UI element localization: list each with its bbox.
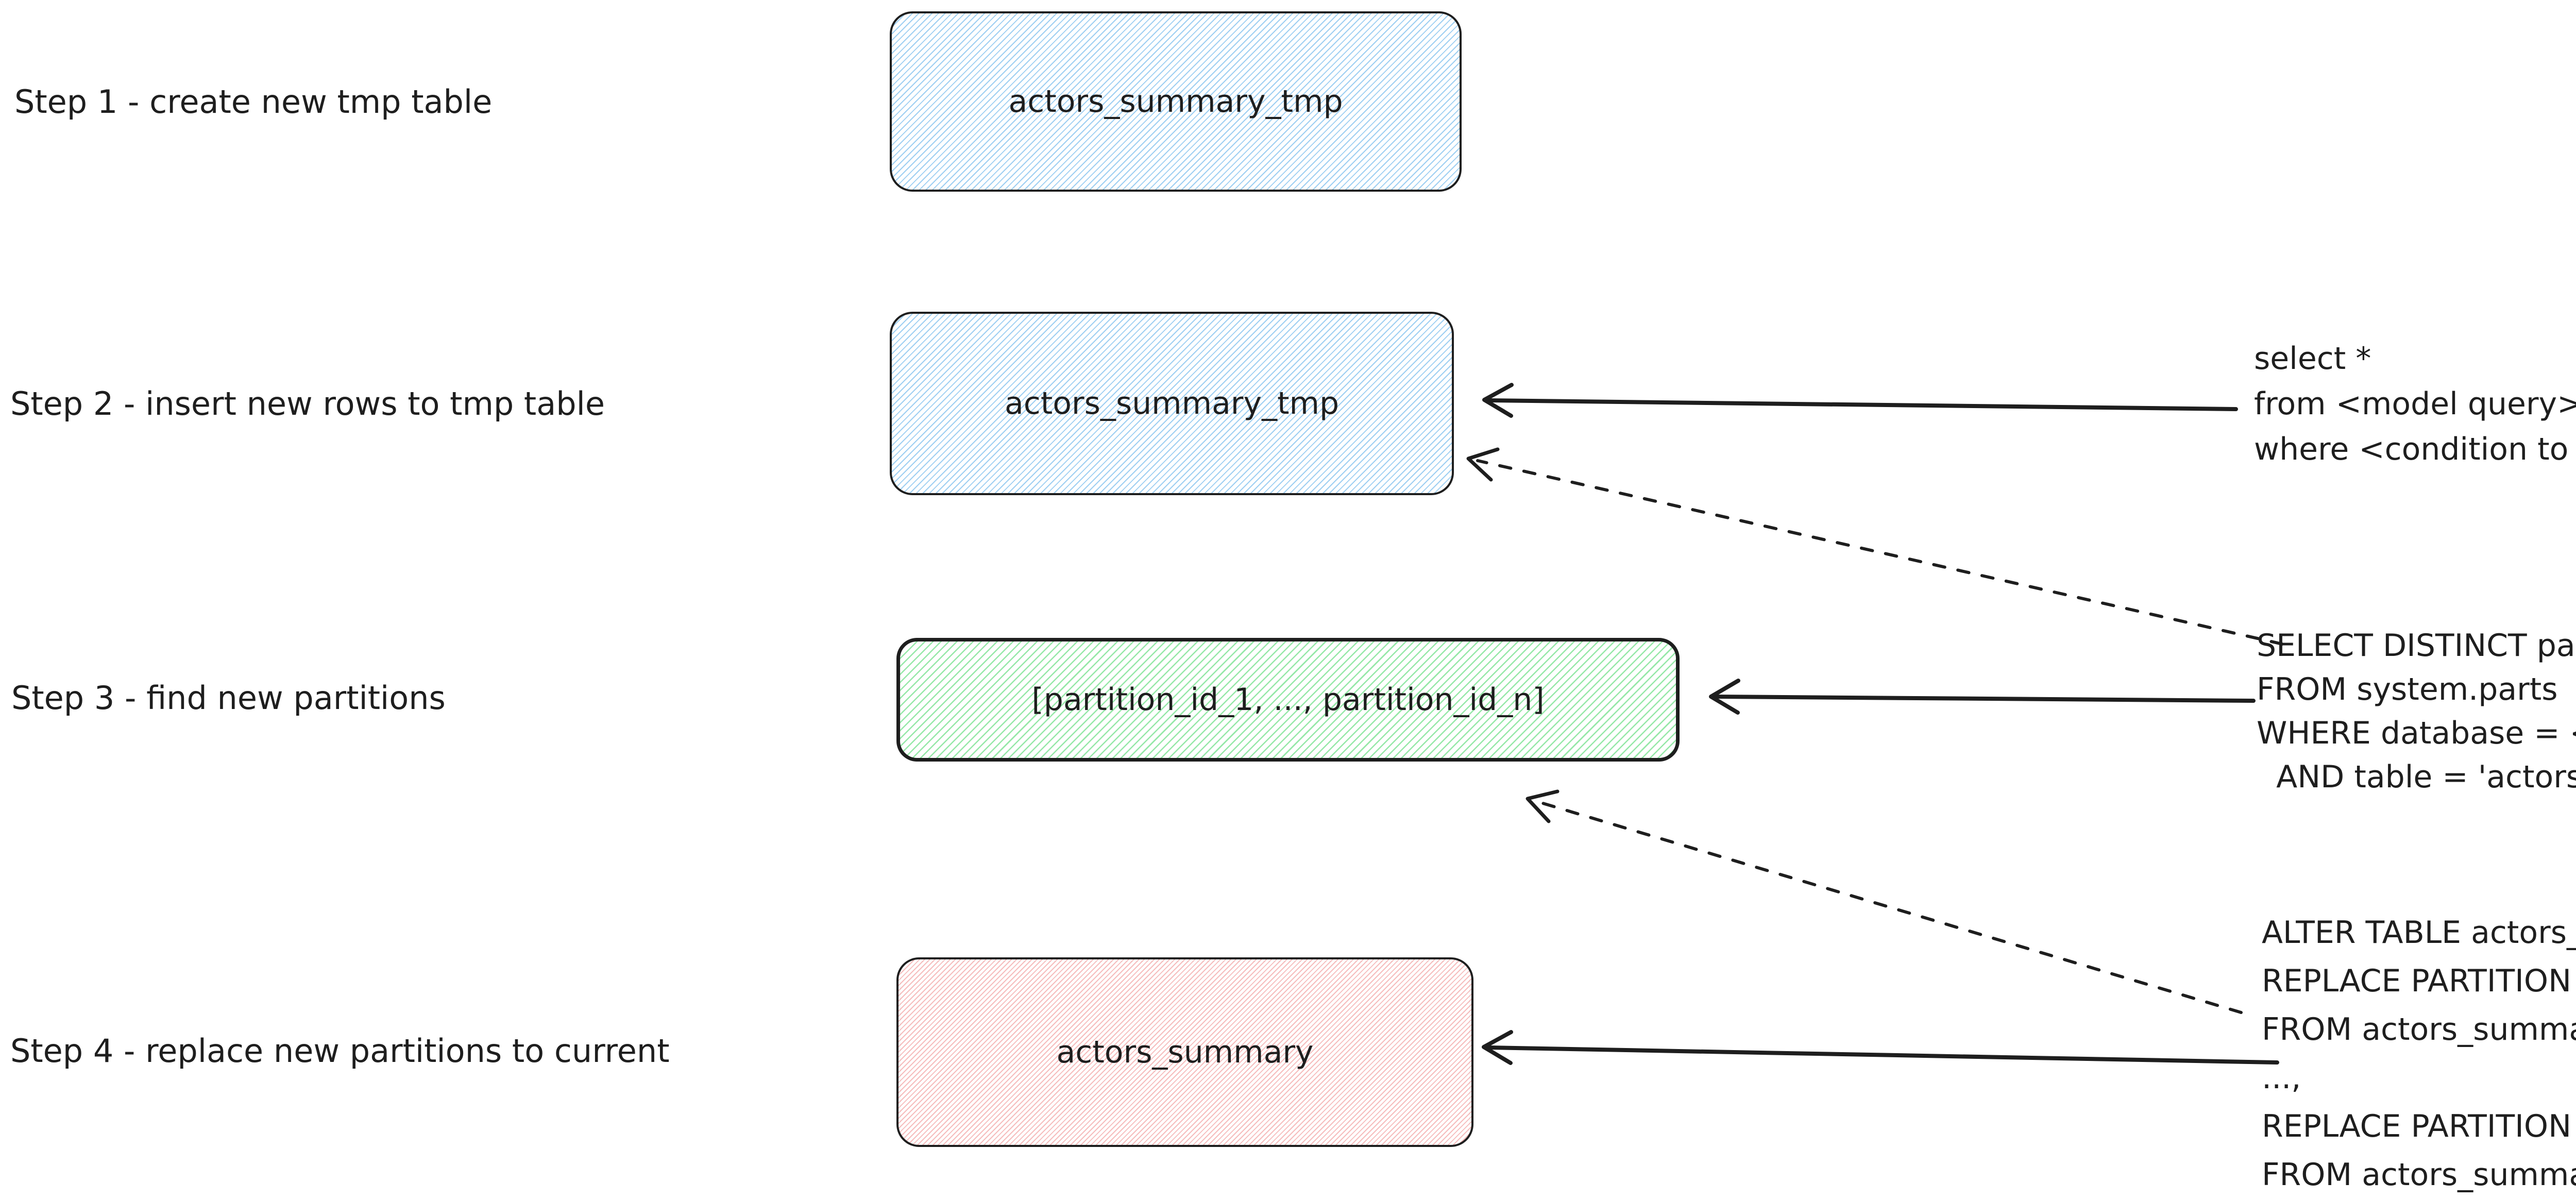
sql-line: ALTER TABLE actors_summary	[2262, 915, 2576, 951]
sql-line: SELECT DISTINCT partition_id	[2257, 628, 2576, 664]
node-tmp-table-step2-label: actors_summary_tmp	[1004, 385, 1340, 421]
node-tmp-table-step2: actors_summary_tmp	[890, 312, 1454, 495]
step-4-label: Step 4 - replace new partitions to curre…	[10, 1032, 670, 1070]
arrow-find-partitions-query-to-partition-list	[1709, 679, 2256, 715]
sql-line: AND table = 'actors_summary_tmp'	[2276, 759, 2576, 795]
node-actors-summary-label: actors_summary	[1056, 1034, 1314, 1070]
sql-line: from <model query>	[2254, 386, 2576, 422]
step-2-label: Step 2 - insert new rows to tmp table	[10, 385, 605, 423]
sql-line: FROM system.parts	[2257, 671, 2558, 707]
step-3-label: Step 3 - find new partitions	[11, 679, 446, 717]
sql-line: select *	[2254, 341, 2371, 377]
dashed-arrow-find-partitions-to-tmp-table	[1466, 447, 2284, 646]
arrow-insert-query-to-tmp-table	[1482, 383, 2238, 418]
sql-find-partitions: SELECT DISTINCT partition_id FROM system…	[2257, 624, 2576, 799]
node-partition-list-label: [partition_id_1, ..., partition_id_n]	[1031, 682, 1545, 718]
arrow-replace-query-to-actors-summary	[1482, 1030, 2279, 1065]
node-tmp-table-step1-label: actors_summary_tmp	[1008, 83, 1343, 120]
sql-line: FROM actors_summary_tmp,	[2262, 1157, 2576, 1193]
node-actors-summary: actors_summary	[896, 957, 1473, 1147]
node-tmp-table-step1: actors_summary_tmp	[890, 11, 1462, 192]
sql-line: REPLACE PARTITION partition_id_n	[2262, 1108, 2571, 1144]
sql-insert-new-rows: select * from <model query> where <condi…	[2254, 336, 2576, 472]
step-1-label: Step 1 - create new tmp table	[14, 83, 493, 121]
dashed-arrow-replace-query-to-partition-list	[1526, 789, 2243, 1014]
sql-line: FROM actors_summary_tmp,	[2262, 1011, 2576, 1048]
sql-replace-partitions: ALTER TABLE actors_summary REPLACE PARTI…	[2262, 908, 2576, 1199]
sql-line: where <condition to identify new>	[2254, 431, 2569, 467]
sql-line: WHERE database = <database>	[2257, 715, 2576, 751]
sql-line: ...,	[2262, 1060, 2301, 1096]
sql-line: REPLACE PARTITION partition_id_1	[2262, 963, 2571, 999]
node-partition-list: [partition_id_1, ..., partition_id_n]	[896, 638, 1680, 762]
